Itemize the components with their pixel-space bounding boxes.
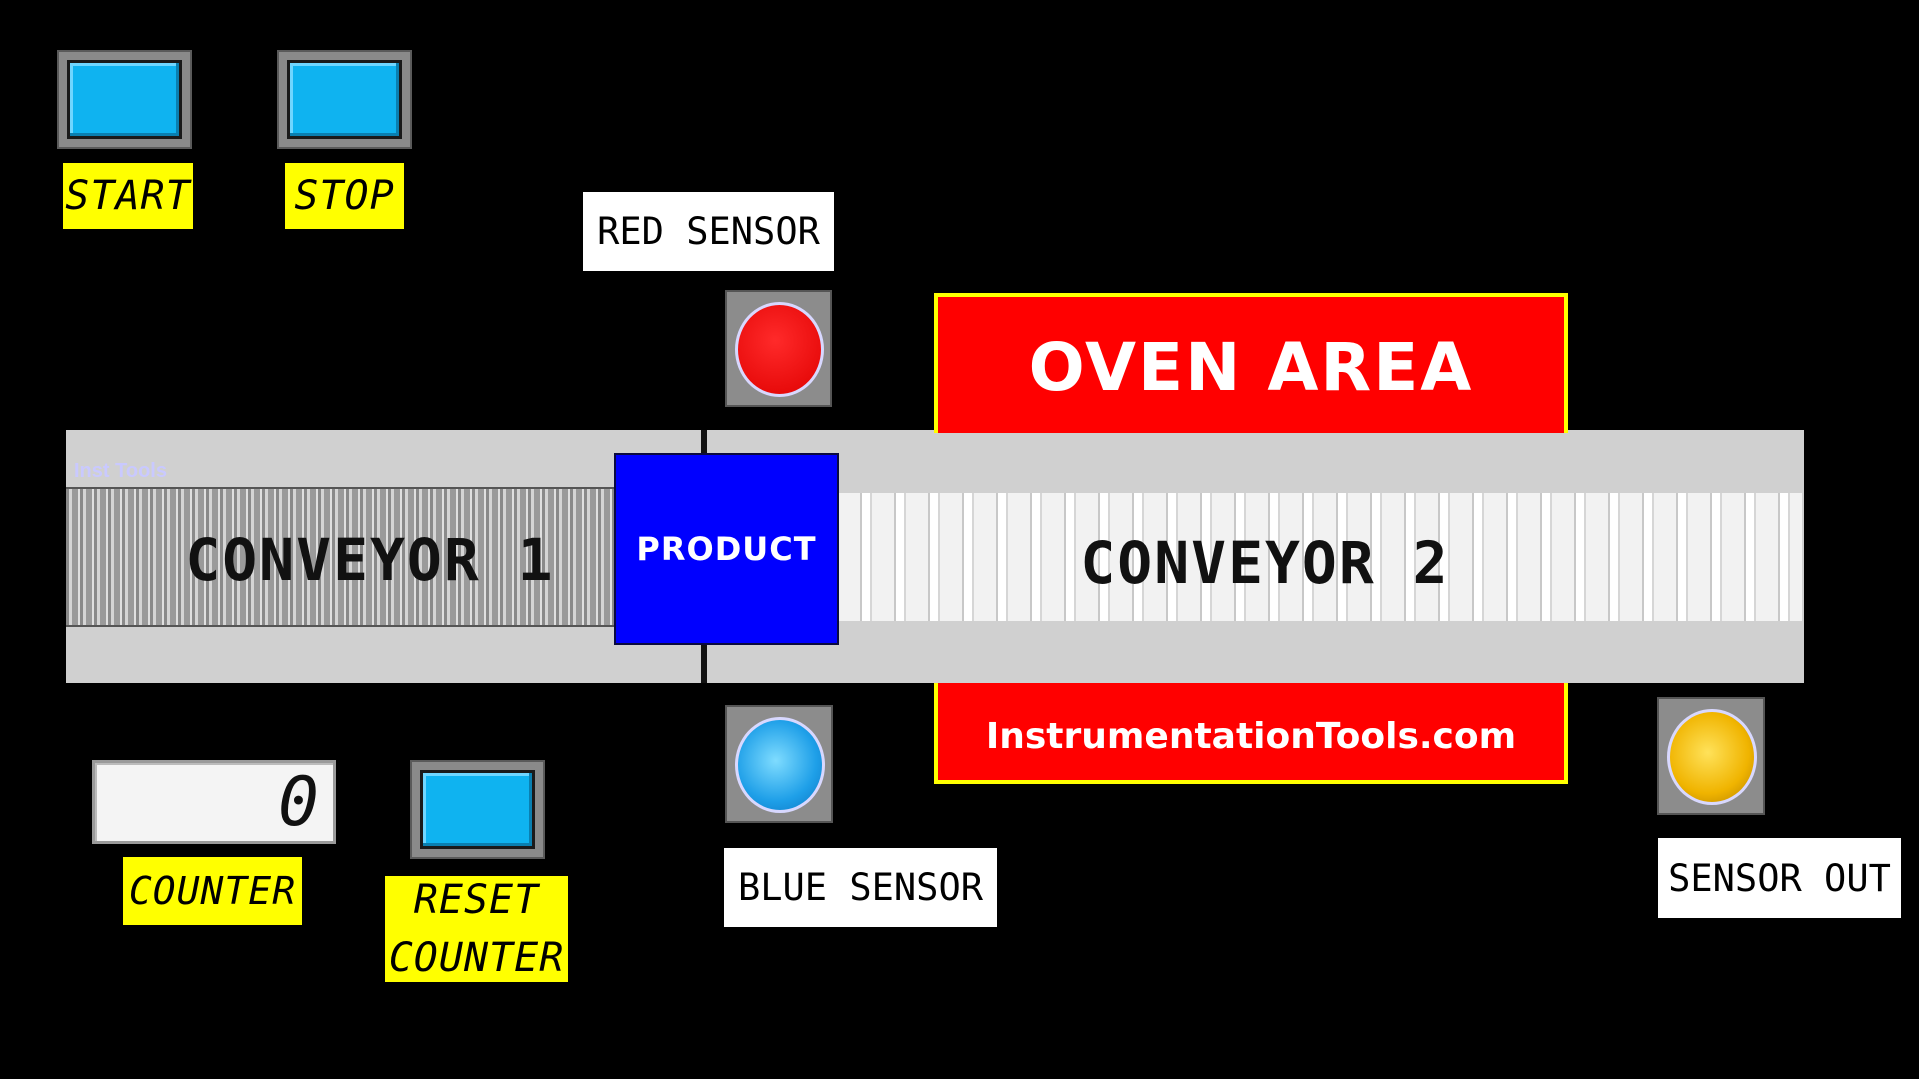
reset-counter-label-line2: COUNTER bbox=[388, 935, 565, 981]
start-button-face[interactable] bbox=[67, 60, 182, 139]
watermark-text: Inst Tools bbox=[74, 460, 167, 482]
red-sensor-label: RED SENSOR bbox=[583, 192, 834, 271]
conveyor-1-belt bbox=[66, 487, 614, 627]
counter-label: COUNTER bbox=[123, 857, 302, 925]
oven-website-text: InstrumentationTools.com bbox=[985, 716, 1517, 757]
stop-label: STOP bbox=[285, 163, 404, 229]
reset-counter-button-face[interactable] bbox=[420, 770, 535, 849]
counter-display: 0 bbox=[92, 760, 336, 844]
conveyor-2-belt bbox=[838, 493, 1802, 621]
product-label: PRODUCT bbox=[636, 530, 817, 568]
oven-area-top: OVEN AREA bbox=[934, 293, 1568, 433]
reset-counter-label-line1: RESET bbox=[413, 877, 540, 923]
blue-sensor-indicator bbox=[735, 717, 825, 813]
sensor-out-label: SENSOR OUT bbox=[1658, 838, 1901, 918]
blue-sensor-label: BLUE SENSOR bbox=[724, 848, 997, 927]
blue-sensor-lamp-frame bbox=[725, 705, 833, 823]
stop-button[interactable] bbox=[277, 50, 412, 149]
reset-counter-label: RESET COUNTER bbox=[385, 876, 568, 982]
reset-counter-button[interactable] bbox=[410, 760, 545, 859]
sensor-out-lamp-frame bbox=[1657, 697, 1765, 815]
red-sensor-lamp-frame bbox=[725, 290, 832, 407]
product-box[interactable]: PRODUCT bbox=[614, 453, 839, 645]
oven-area-bottom: InstrumentationTools.com bbox=[934, 683, 1568, 784]
oven-area-title: OVEN AREA bbox=[1028, 328, 1474, 406]
start-button[interactable] bbox=[57, 50, 192, 149]
start-label: START bbox=[63, 163, 193, 229]
red-sensor-indicator bbox=[735, 302, 824, 397]
conveyor-1-label: CONVEYOR 1 bbox=[185, 526, 555, 594]
counter-value: 0 bbox=[278, 762, 319, 842]
stop-button-face[interactable] bbox=[287, 60, 402, 139]
sensor-out-indicator bbox=[1667, 709, 1757, 805]
conveyor-2-label: CONVEYOR 2 bbox=[1080, 529, 1450, 597]
